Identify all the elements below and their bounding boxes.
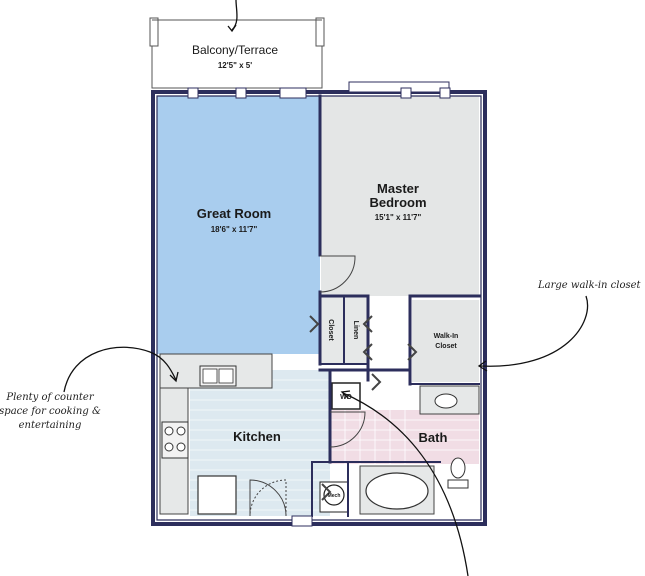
counter-annotation-line2: space for cooking & <box>0 406 101 417</box>
linen-label: Linen <box>352 321 359 340</box>
refrigerator-icon <box>197 475 237 515</box>
kitchen-label: Kitchen <box>233 429 281 444</box>
walkin-closet-fill <box>412 300 479 382</box>
balcony-label: Balcony/Terrace <box>192 43 278 57</box>
bedroom-label-line2: Bedroom <box>369 195 426 210</box>
balcony-area <box>149 17 325 89</box>
walkin-closet-label-line1: Walk-In <box>434 333 459 340</box>
doors <box>249 255 418 517</box>
closet-fill <box>320 296 344 364</box>
bathtub-icon <box>365 472 429 510</box>
bath-label: Bath <box>419 430 448 445</box>
walkin-closet-label-line2: Closet <box>435 343 457 350</box>
bedroom-fill <box>321 96 479 296</box>
windows <box>187 81 451 527</box>
bath-fixtures <box>359 385 480 515</box>
great-room-fill <box>157 96 320 354</box>
counter-annotation-line3: entertaining <box>19 420 82 431</box>
balcony-dimensions: 12'5" x 5' <box>218 61 252 70</box>
great-room-dimensions: 18'6" x 11'7" <box>211 225 258 234</box>
bedroom-dimensions: 15'1" x 11'7" <box>375 213 422 222</box>
great-room-label: Great Room <box>197 206 271 221</box>
bedroom-label-line1: Master <box>377 181 419 196</box>
counter-annotation-line1: Plenty of counter <box>5 392 94 403</box>
wd-label: WD <box>340 394 352 401</box>
closet-annotation: Large walk-in closet <box>537 280 642 291</box>
mech-label: Mech <box>328 493 341 499</box>
toilet-icon <box>450 457 466 479</box>
bath-floor-tiles <box>330 410 479 464</box>
stove-icon <box>161 421 189 459</box>
annotation-arrows <box>63 0 589 576</box>
closet-label: Closet <box>327 319 334 341</box>
bath-sink-icon <box>434 393 458 409</box>
bath-fill <box>330 410 479 464</box>
kitchen-counters <box>159 353 273 515</box>
